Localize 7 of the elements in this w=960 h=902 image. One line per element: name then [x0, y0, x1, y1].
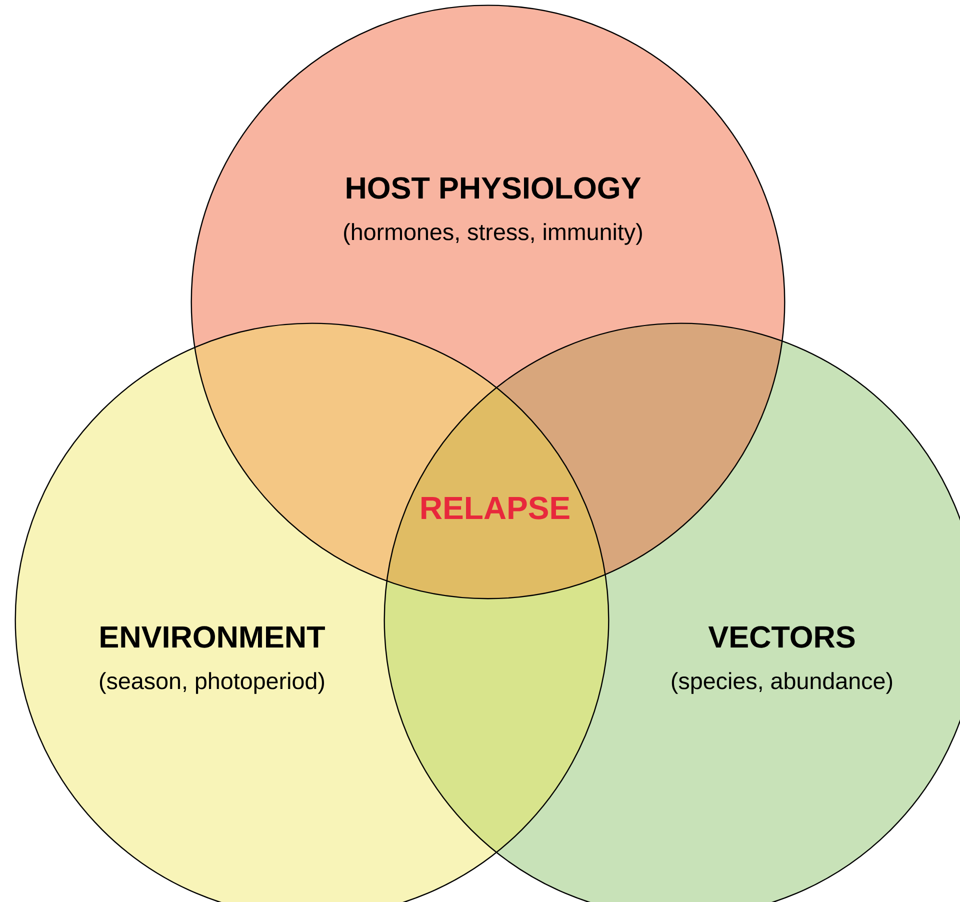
heading: ENVIRONMENT — [100, 626, 325, 648]
subtitle: (hormones, stress, immunity) — [344, 223, 642, 245]
subtitle: (season, photoperiod) — [100, 672, 324, 694]
heading: VECTORS — [708, 626, 855, 648]
heading: HOST PHYSIOLOGY — [346, 177, 641, 199]
center-label: RELAPSE — [422, 496, 570, 520]
subtitle: (species, abundance) — [672, 672, 892, 694]
